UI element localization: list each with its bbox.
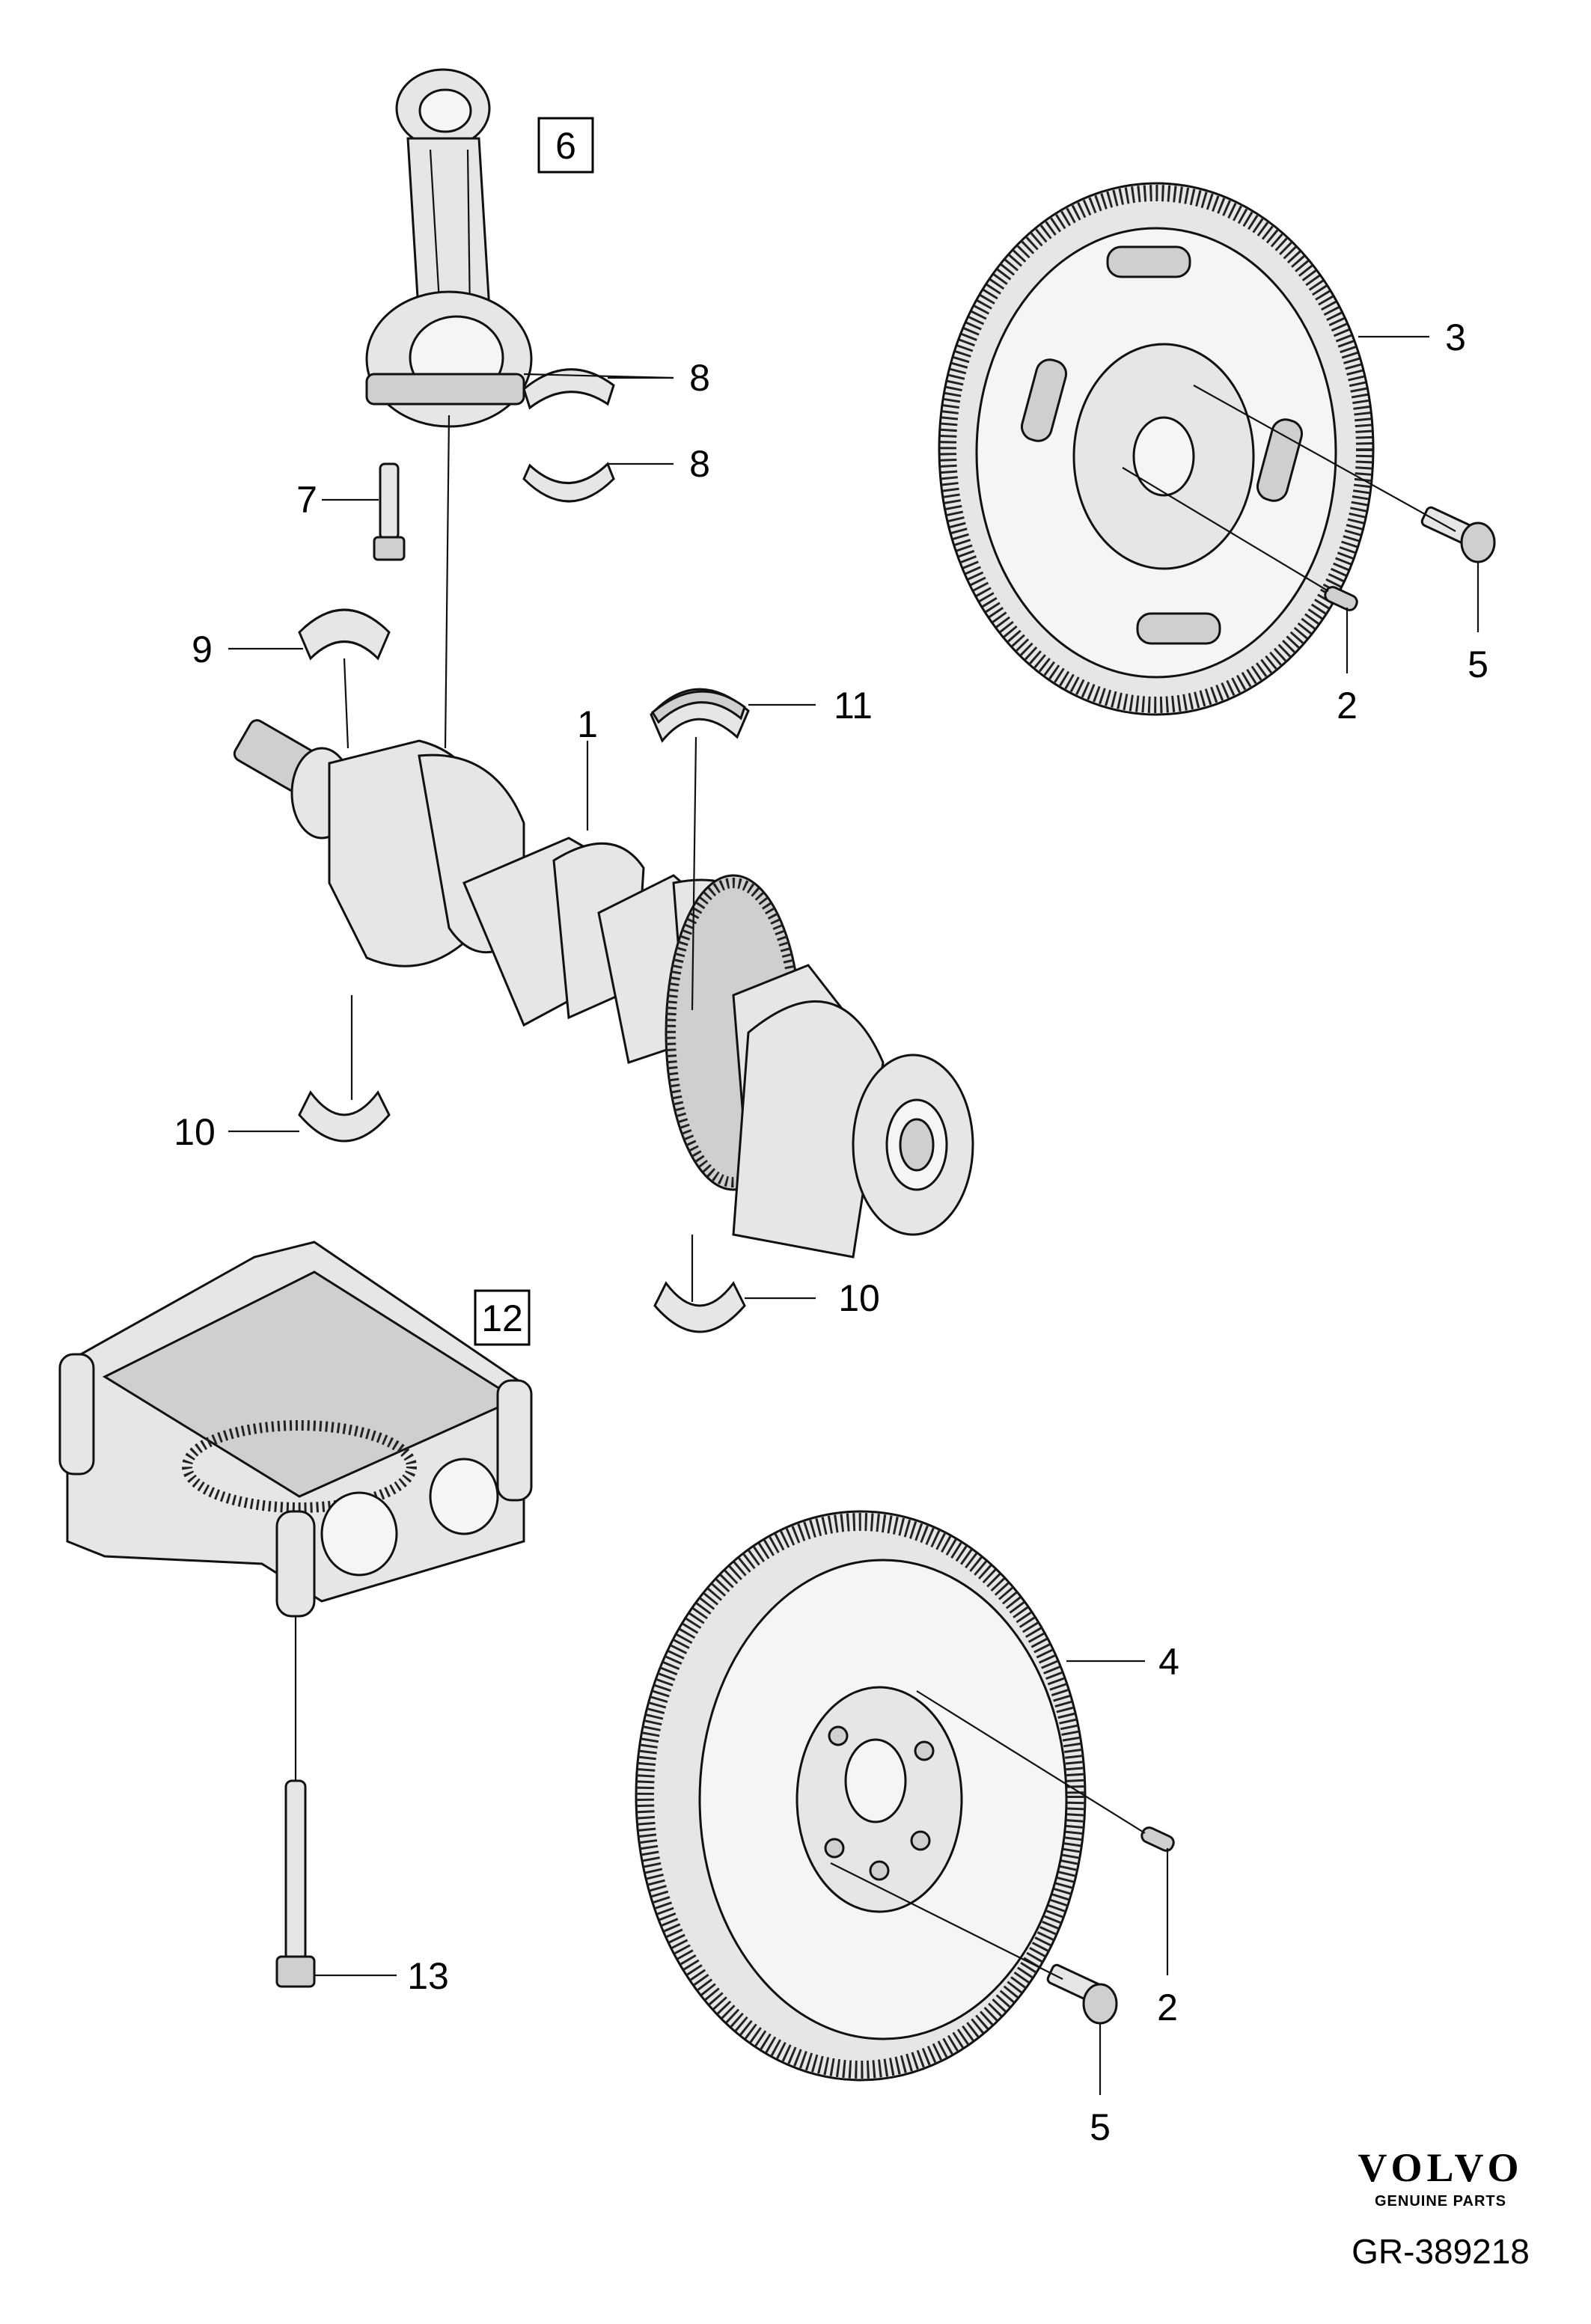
rod-bearing-lower-icon [522,462,615,503]
callout-4: 4 [1158,1641,1179,1683]
callout-box-6 [537,117,594,174]
callout-3: 3 [1445,317,1466,358]
main-bearing-upper-icon [298,608,391,661]
callout-8-lower: 8 [689,443,710,485]
main-bearing-lower-right-icon [653,1281,746,1333]
balance-shaft-unit-icon [58,1241,533,1618]
flexplate-bolt-icon [1420,506,1496,563]
callout-11: 11 [834,685,873,727]
callout-10-left: 10 [174,1111,216,1153]
brand-logo: VOLVO [1358,2145,1524,2190]
brand-tagline: GENUINE PARTS [1375,2193,1506,2210]
dowel-pin-bottom-icon [1140,1826,1175,1852]
flywheel-bolt-icon [1046,1963,1118,2025]
callout-9: 9 [192,629,213,670]
callout-12: 12 [481,1297,523,1339]
callout-5-top: 5 [1468,643,1488,685]
callout-6: 6 [555,125,576,167]
callout-2-top: 2 [1337,685,1358,727]
diagram-code: GR-389218 [1352,2232,1530,2271]
callout-5-bottom: 5 [1090,2106,1111,2148]
callout-10-right: 10 [838,1277,880,1319]
connecting-rod-icon [365,68,533,428]
balance-unit-bolt-icon [275,1779,316,1988]
crankshaft-icon [233,719,974,1259]
callout-1: 1 [577,703,598,745]
leader-6 [444,415,451,749]
callout-13: 13 [407,1955,449,1997]
main-bearing-lower-left-icon [298,1090,391,1143]
rod-bolt-icon [373,462,406,561]
callout-box-12 [474,1289,531,1346]
flexplate-icon [938,182,1375,716]
dual-mass-flywheel-icon [635,1510,1087,2082]
callout-2-bottom: 2 [1157,1987,1178,2028]
callout-8-upper: 8 [689,357,710,399]
dowel-pin-top-icon [1324,586,1358,611]
rod-bearing-upper-icon [522,368,615,410]
thrust-bearing-icon [650,688,750,743]
callout-7: 7 [296,479,317,521]
